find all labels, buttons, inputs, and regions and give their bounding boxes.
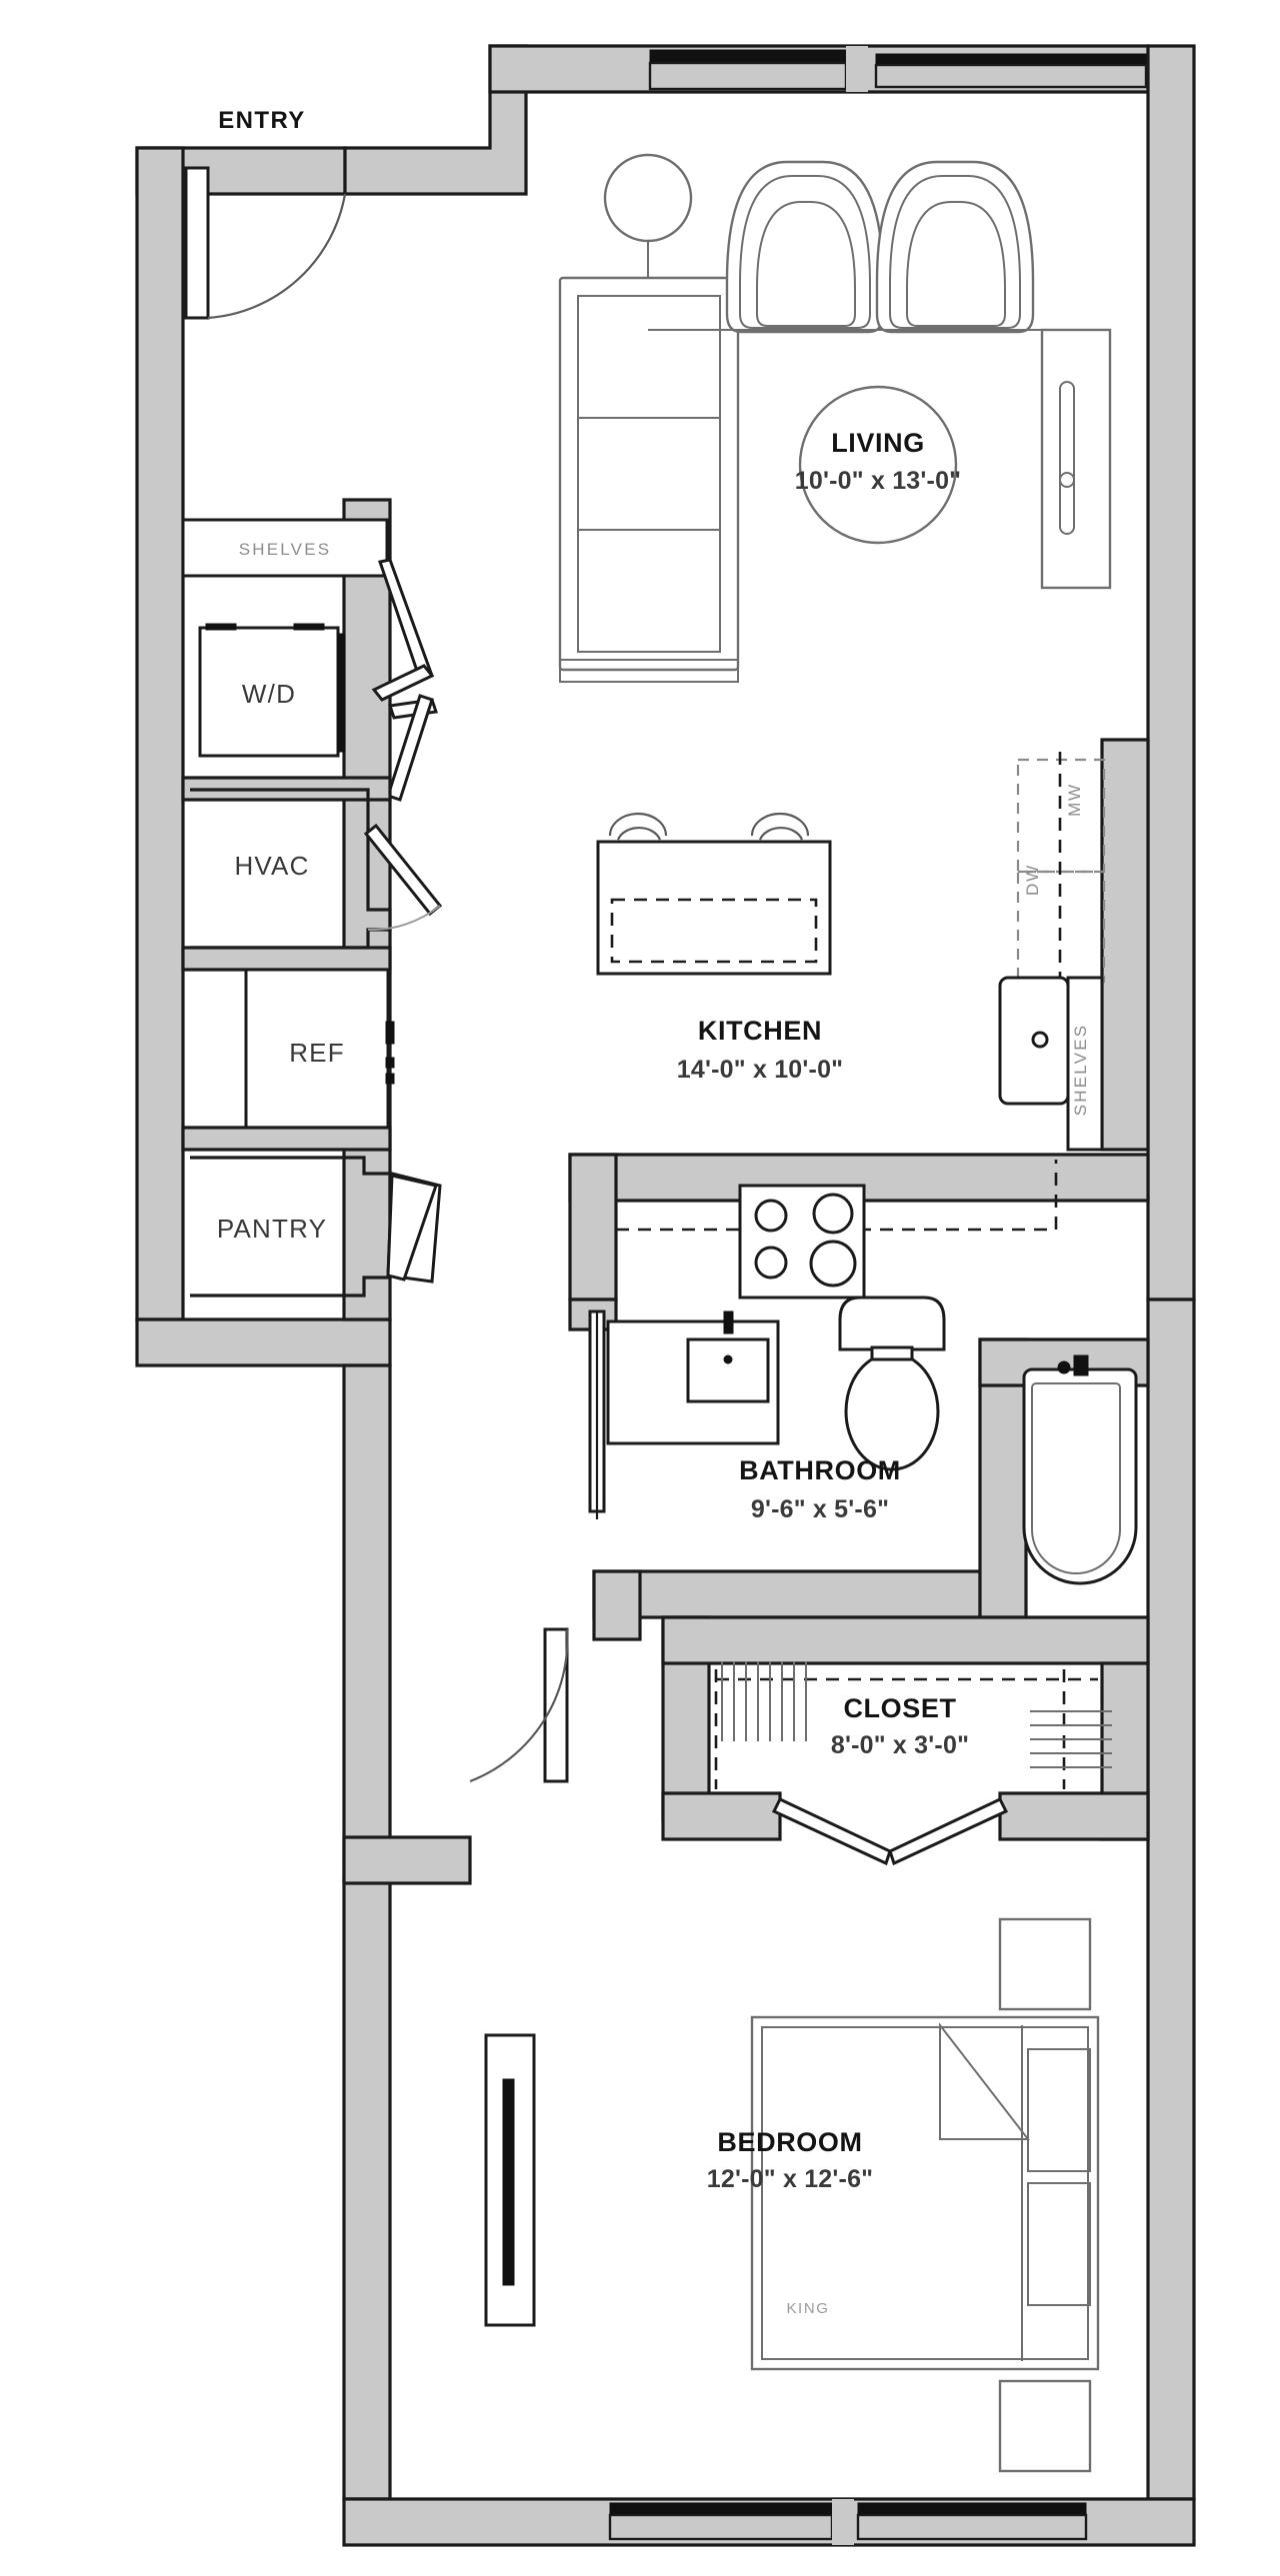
closet-shelving-right (1030, 1710, 1112, 1768)
living-room: LIVING 10'-0" x 13'-0" (558, 46, 1148, 683)
hvac-closet: HVAC (190, 788, 443, 950)
refrigerator-label: REF (289, 1038, 345, 1068)
closet-bifold-doors (771, 1797, 1009, 1866)
living-armchair-2 (875, 160, 1035, 334)
pantry-label: PANTRY (217, 1214, 327, 1244)
hvac-label: HVAC (234, 851, 309, 881)
living-media-console (1040, 328, 1112, 590)
kitchen-room-label: KITCHEN (698, 1016, 822, 1046)
closet-room-dimensions: 8'-0" x 3'-0" (831, 1731, 969, 1759)
bedroom-hall-door (469, 1627, 569, 1783)
microwave-label: MW (1065, 783, 1084, 817)
entry-door-swing (207, 193, 347, 320)
closet: CLOSET 8'-0" x 3'-0" (714, 1661, 1112, 1866)
closet-hanging-left (721, 1661, 807, 1741)
bedroom-king-bed: KING (750, 2015, 1100, 2371)
pantry-closet: PANTRY (190, 1156, 442, 1297)
living-room-dimensions: 10'-0" x 13'-0" (795, 467, 961, 495)
kitchen-island (596, 812, 832, 976)
laundry-bifold-doors (371, 558, 438, 802)
refrigerator: REF (181, 968, 395, 1130)
living-room-label: LIVING (831, 428, 925, 458)
entry-door-leaf (184, 166, 210, 320)
bedroom-door-swing (469, 1628, 569, 1783)
kitchen-shelves-label: SHELVES (1071, 1024, 1090, 1117)
utility-stack: SHELVES W/D HVAC (181, 518, 443, 1297)
bathroom-vanity (606, 1310, 780, 1445)
bedroom-room-label: BEDROOM (717, 2127, 862, 2157)
bathroom: BATHROOM 9'-6" x 5'-6" (588, 1295, 1138, 1585)
bedroom-window-left (484, 2033, 536, 2327)
living-side-table (603, 153, 693, 243)
toilet (838, 1295, 946, 1471)
kitchen-shelves: SHELVES (1066, 976, 1104, 1152)
bathroom-sliding-door (588, 1309, 606, 1519)
washer-dryer: W/D (198, 623, 346, 758)
bathtub (1022, 1354, 1138, 1585)
living-sofa (558, 276, 740, 683)
bed-size-label: KING (786, 2300, 829, 2317)
bathroom-room-dimensions: 9'-6" x 5'-6" (751, 1495, 889, 1523)
living-armchair-1 (725, 160, 885, 334)
washer-dryer-label: W/D (242, 679, 296, 709)
wall-ref-pantry (181, 1126, 392, 1152)
kitchen-room-dimensions: 14'-0" x 10'-0" (677, 1056, 843, 1084)
bedroom-nightstand-bottom (998, 2379, 1092, 2473)
wall-hvac-ref (181, 946, 392, 972)
kitchen: KITCHEN 14'-0" x 10'-0" DW MW SHELVES (596, 752, 1106, 1299)
closet-room-label: CLOSET (843, 1693, 956, 1723)
living-windows (648, 46, 1148, 92)
bathroom-room-label: BATHROOM (739, 1455, 901, 1485)
bedroom-room-dimensions: 12'-0" x 12'-6" (707, 2165, 873, 2193)
entry-label: ENTRY (218, 107, 305, 134)
entry-zone: ENTRY (184, 107, 347, 320)
laundry-shelves-label: SHELVES (239, 540, 332, 559)
living-label-circle (798, 385, 958, 545)
bedroom: KING BEDROOM 12'-0" x 12'-6" (484, 1917, 1100, 2545)
bedroom-windows-bottom (608, 2499, 1088, 2545)
bedroom-nightstand-top (998, 1917, 1092, 2011)
laundry-shelves: SHELVES (181, 518, 389, 578)
dishwasher-label: DW (1023, 864, 1042, 896)
kitchen-cooktop (738, 1184, 866, 1299)
kitchen-sink (998, 976, 1070, 1106)
